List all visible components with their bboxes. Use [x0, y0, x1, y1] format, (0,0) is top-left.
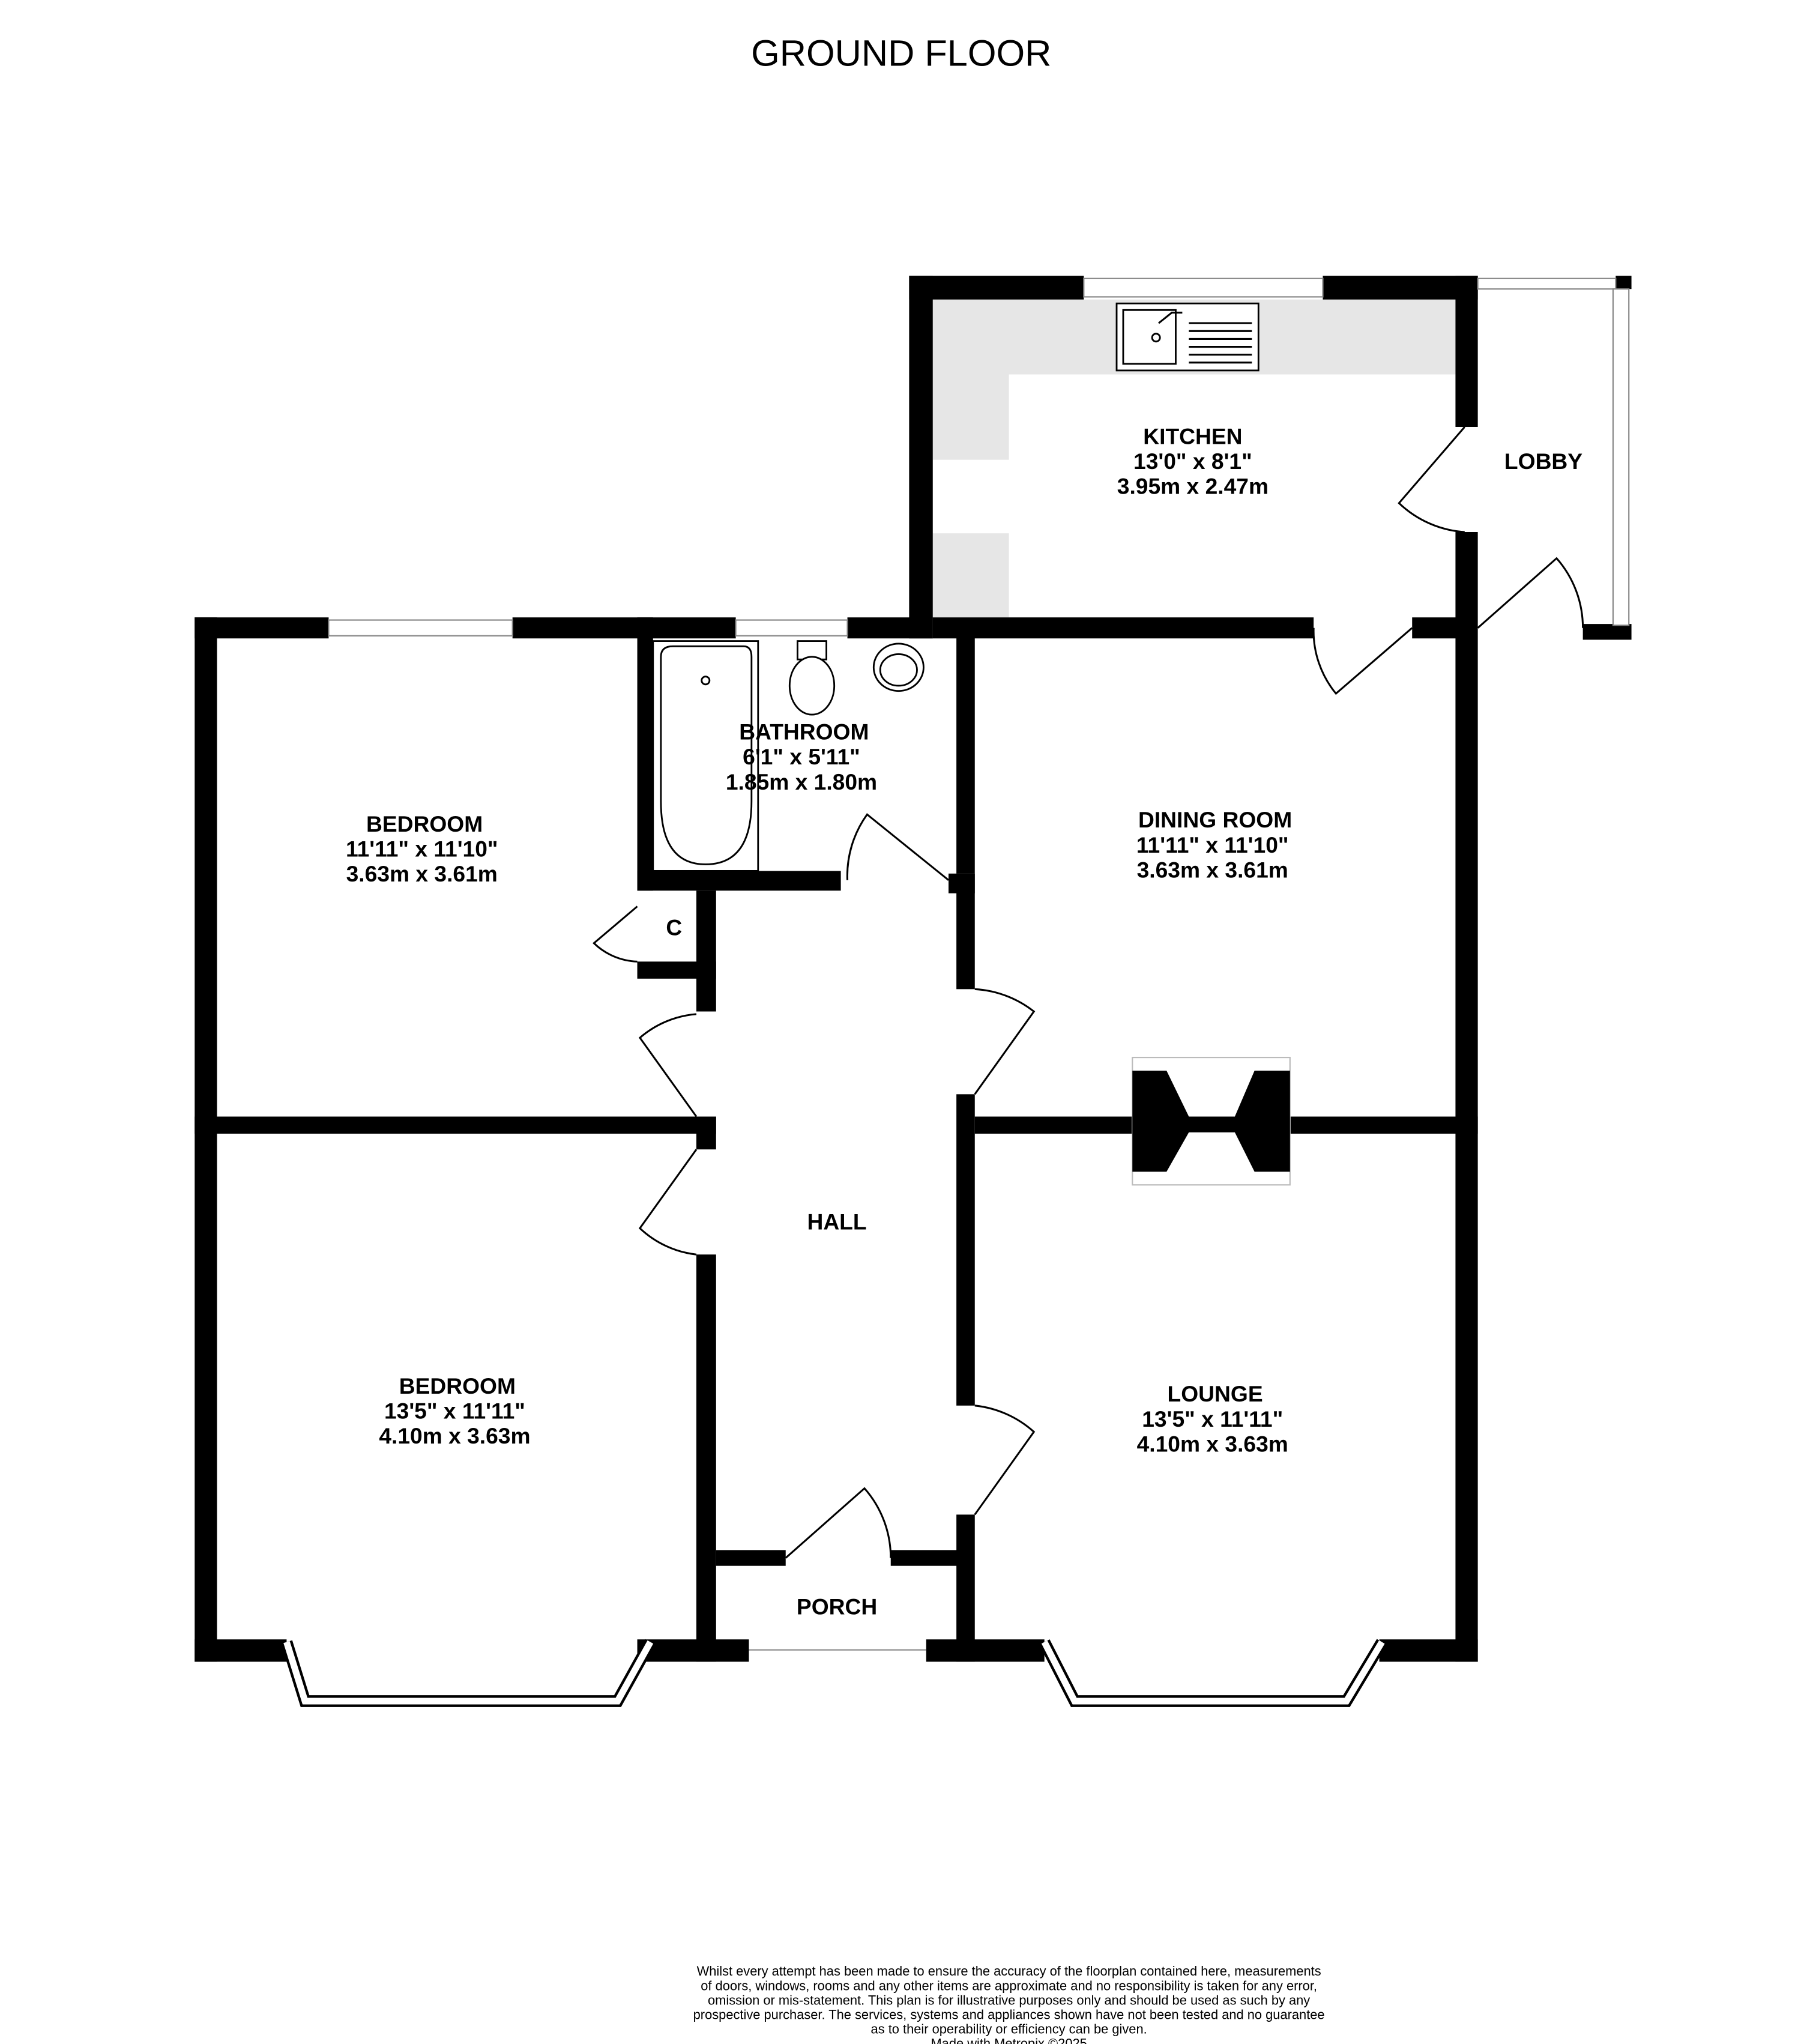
- sink-icon: [1115, 302, 1259, 372]
- disclaimer-line: of doors, windows, rooms and any other i…: [701, 1978, 1317, 1993]
- room-labels: KITCHEN 13'0" x 8'1" 3.95m x 2.47m LOBBY…: [346, 423, 1582, 1619]
- bath-icon: [652, 640, 759, 872]
- disclaimer-line: Whilst every attempt has been made to en…: [697, 1964, 1321, 1979]
- bathroom-metric: 1.85m x 1.80m: [726, 769, 877, 794]
- dining-metric: 3.63m x 3.61m: [1137, 857, 1288, 882]
- toilet-icon: [788, 640, 836, 716]
- kitchen-name: KITCHEN: [1143, 423, 1242, 449]
- disclaimer-line: as to their operability or efficiency ca…: [871, 2021, 1147, 2036]
- bedroom1-imperial: 11'11" x 11'10": [346, 836, 498, 861]
- bathroom-imperial: 6'1" x 5'11": [743, 744, 860, 769]
- bedroom1-name: BEDROOM: [366, 811, 483, 836]
- disclaimer: Whilst every attempt has been made to en…: [693, 1964, 1325, 2044]
- cupboard-name: C: [666, 915, 682, 940]
- bathroom-name: BATHROOM: [739, 719, 869, 745]
- hall-name: HALL: [807, 1209, 866, 1235]
- basin-icon: [872, 643, 925, 692]
- kitchen-imperial: 13'0" x 8'1": [1133, 449, 1252, 474]
- walls: [195, 276, 1632, 1662]
- bedroom2-imperial: 13'5" x 11'11": [384, 1398, 525, 1424]
- lounge-name: LOUNGE: [1168, 1381, 1263, 1406]
- disclaimer-line: prospective purchaser. The services, sys…: [693, 2007, 1325, 2022]
- bedroom2-name: BEDROOM: [399, 1373, 516, 1398]
- doors: [593, 426, 1584, 1559]
- porch-name: PORCH: [797, 1594, 877, 1619]
- lobby-name: LOBBY: [1504, 449, 1582, 474]
- lounge-imperial: 13'5" x 11'11": [1142, 1406, 1283, 1432]
- floor-title: GROUND FLOOR: [751, 32, 1051, 73]
- fireplace-icon: [1132, 1056, 1291, 1186]
- dining-name: DINING ROOM: [1138, 807, 1292, 832]
- made-with-credit: Made with Metropix ©2025: [931, 2036, 1087, 2044]
- lounge-metric: 4.10m x 3.63m: [1137, 1431, 1288, 1456]
- disclaimer-line: omission or mis-statement. This plan is …: [708, 1992, 1310, 2007]
- kitchen-metric: 3.95m x 2.47m: [1117, 474, 1268, 499]
- dining-imperial: 11'11" x 11'10": [1136, 832, 1289, 857]
- windows: [281, 277, 1630, 1707]
- bedroom2-metric: 4.10m x 3.63m: [379, 1423, 530, 1448]
- bedroom1-metric: 3.63m x 3.61m: [346, 861, 498, 886]
